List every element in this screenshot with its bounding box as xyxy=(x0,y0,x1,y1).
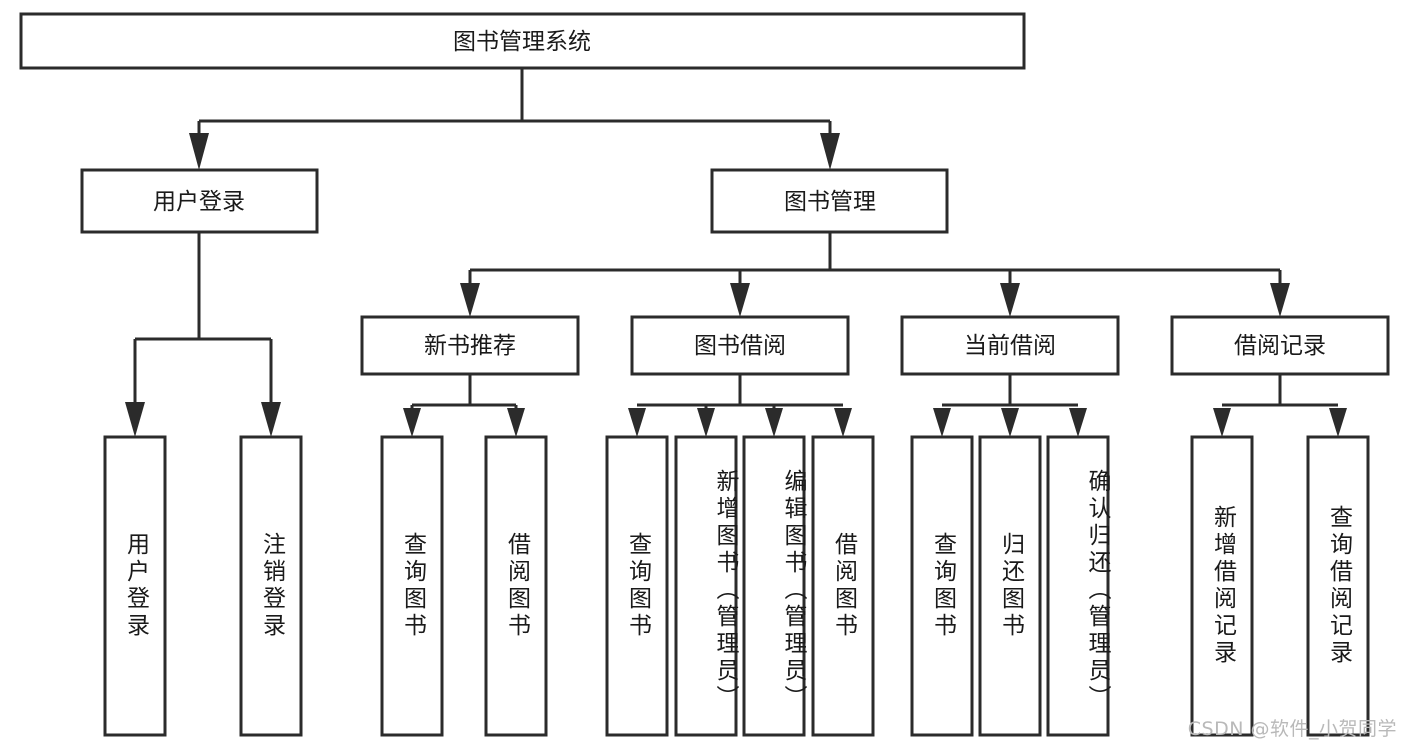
leaf-box-logout[interactable] xyxy=(239,435,303,737)
node-current-borrow-box[interactable] xyxy=(900,315,1120,376)
arrow-head-bb-add-book xyxy=(697,408,715,437)
arrow-head-cb-confirm-return xyxy=(1069,408,1087,437)
connector-group-root xyxy=(189,68,840,170)
connector-group-current-borrow xyxy=(933,374,1087,437)
leaf-box-bb-borrow-book[interactable] xyxy=(811,435,875,737)
arrow-head-user-login xyxy=(189,133,209,170)
node-new-book-label: 新书推荐 xyxy=(424,333,516,359)
arrow-head-bb-borrow-book xyxy=(834,408,852,437)
leaf-box-br-add-record[interactable] xyxy=(1190,435,1254,737)
arrow-head-leaf-logout xyxy=(261,402,281,437)
arrow-head-br-add-record xyxy=(1213,408,1231,437)
leaf-box-nb-borrow-book[interactable] xyxy=(484,435,548,737)
node-borrow-record-label: 借阅记录 xyxy=(1234,333,1326,359)
arrow-head-current-borrow xyxy=(1000,283,1020,317)
leaf-box-cb-confirm-return[interactable] xyxy=(1046,435,1110,737)
leaf-box-cb-return-book[interactable] xyxy=(978,435,1042,737)
arrow-head-leaf-user-login xyxy=(125,402,145,437)
arrow-head-borrow-record xyxy=(1270,283,1290,317)
arrow-head-nb-query-book xyxy=(403,408,421,437)
node-root-label: 图书管理系统 xyxy=(453,29,591,55)
node-borrow-record-box[interactable] xyxy=(1170,315,1390,376)
arrow-head-br-query-record xyxy=(1329,408,1347,437)
node-new-book-box[interactable] xyxy=(360,315,580,376)
node-book-borrow-box[interactable] xyxy=(630,315,850,376)
node-book-borrow-label: 图书借阅 xyxy=(694,333,786,359)
node-user-login-box[interactable] xyxy=(80,168,319,234)
leaf-box-bb-add-book[interactable] xyxy=(674,435,738,737)
node-book-manage-label: 图书管理 xyxy=(784,189,876,215)
watermark-text: CSDN @软件_小贺同学 xyxy=(1187,718,1397,740)
leaf-box-nb-query-book[interactable] xyxy=(380,435,444,737)
arrow-head-book-manage xyxy=(820,133,840,170)
leaf-box-br-query-record[interactable] xyxy=(1306,435,1370,737)
node-current-borrow-label: 当前借阅 xyxy=(964,333,1056,359)
connector-group-borrow-record xyxy=(1213,374,1347,437)
arrow-head-book-borrow xyxy=(730,283,750,317)
node-user-login-label: 用户登录 xyxy=(153,189,245,215)
node-root-box[interactable] xyxy=(19,12,1026,70)
arrow-head-bb-query-book xyxy=(628,408,646,437)
connector-group-book-borrow xyxy=(628,374,852,437)
arrow-head-nb-borrow-book xyxy=(507,408,525,437)
node-book-manage-box[interactable] xyxy=(710,168,949,234)
arrow-head-bb-edit-book xyxy=(765,408,783,437)
leaf-box-cb-query-book[interactable] xyxy=(910,435,974,737)
arrow-head-cb-query-book xyxy=(933,408,951,437)
leaf-box-user-login[interactable] xyxy=(103,435,167,737)
arrow-head-cb-return-book xyxy=(1001,408,1019,437)
connector-group-user-login xyxy=(125,232,281,437)
connector-group-new-book xyxy=(403,374,525,437)
connector-group-book-manage xyxy=(460,232,1290,317)
arrow-head-new-book xyxy=(460,283,480,317)
leaf-box-bb-edit-book[interactable] xyxy=(742,435,806,737)
leaf-box-bb-query-book[interactable] xyxy=(605,435,669,737)
